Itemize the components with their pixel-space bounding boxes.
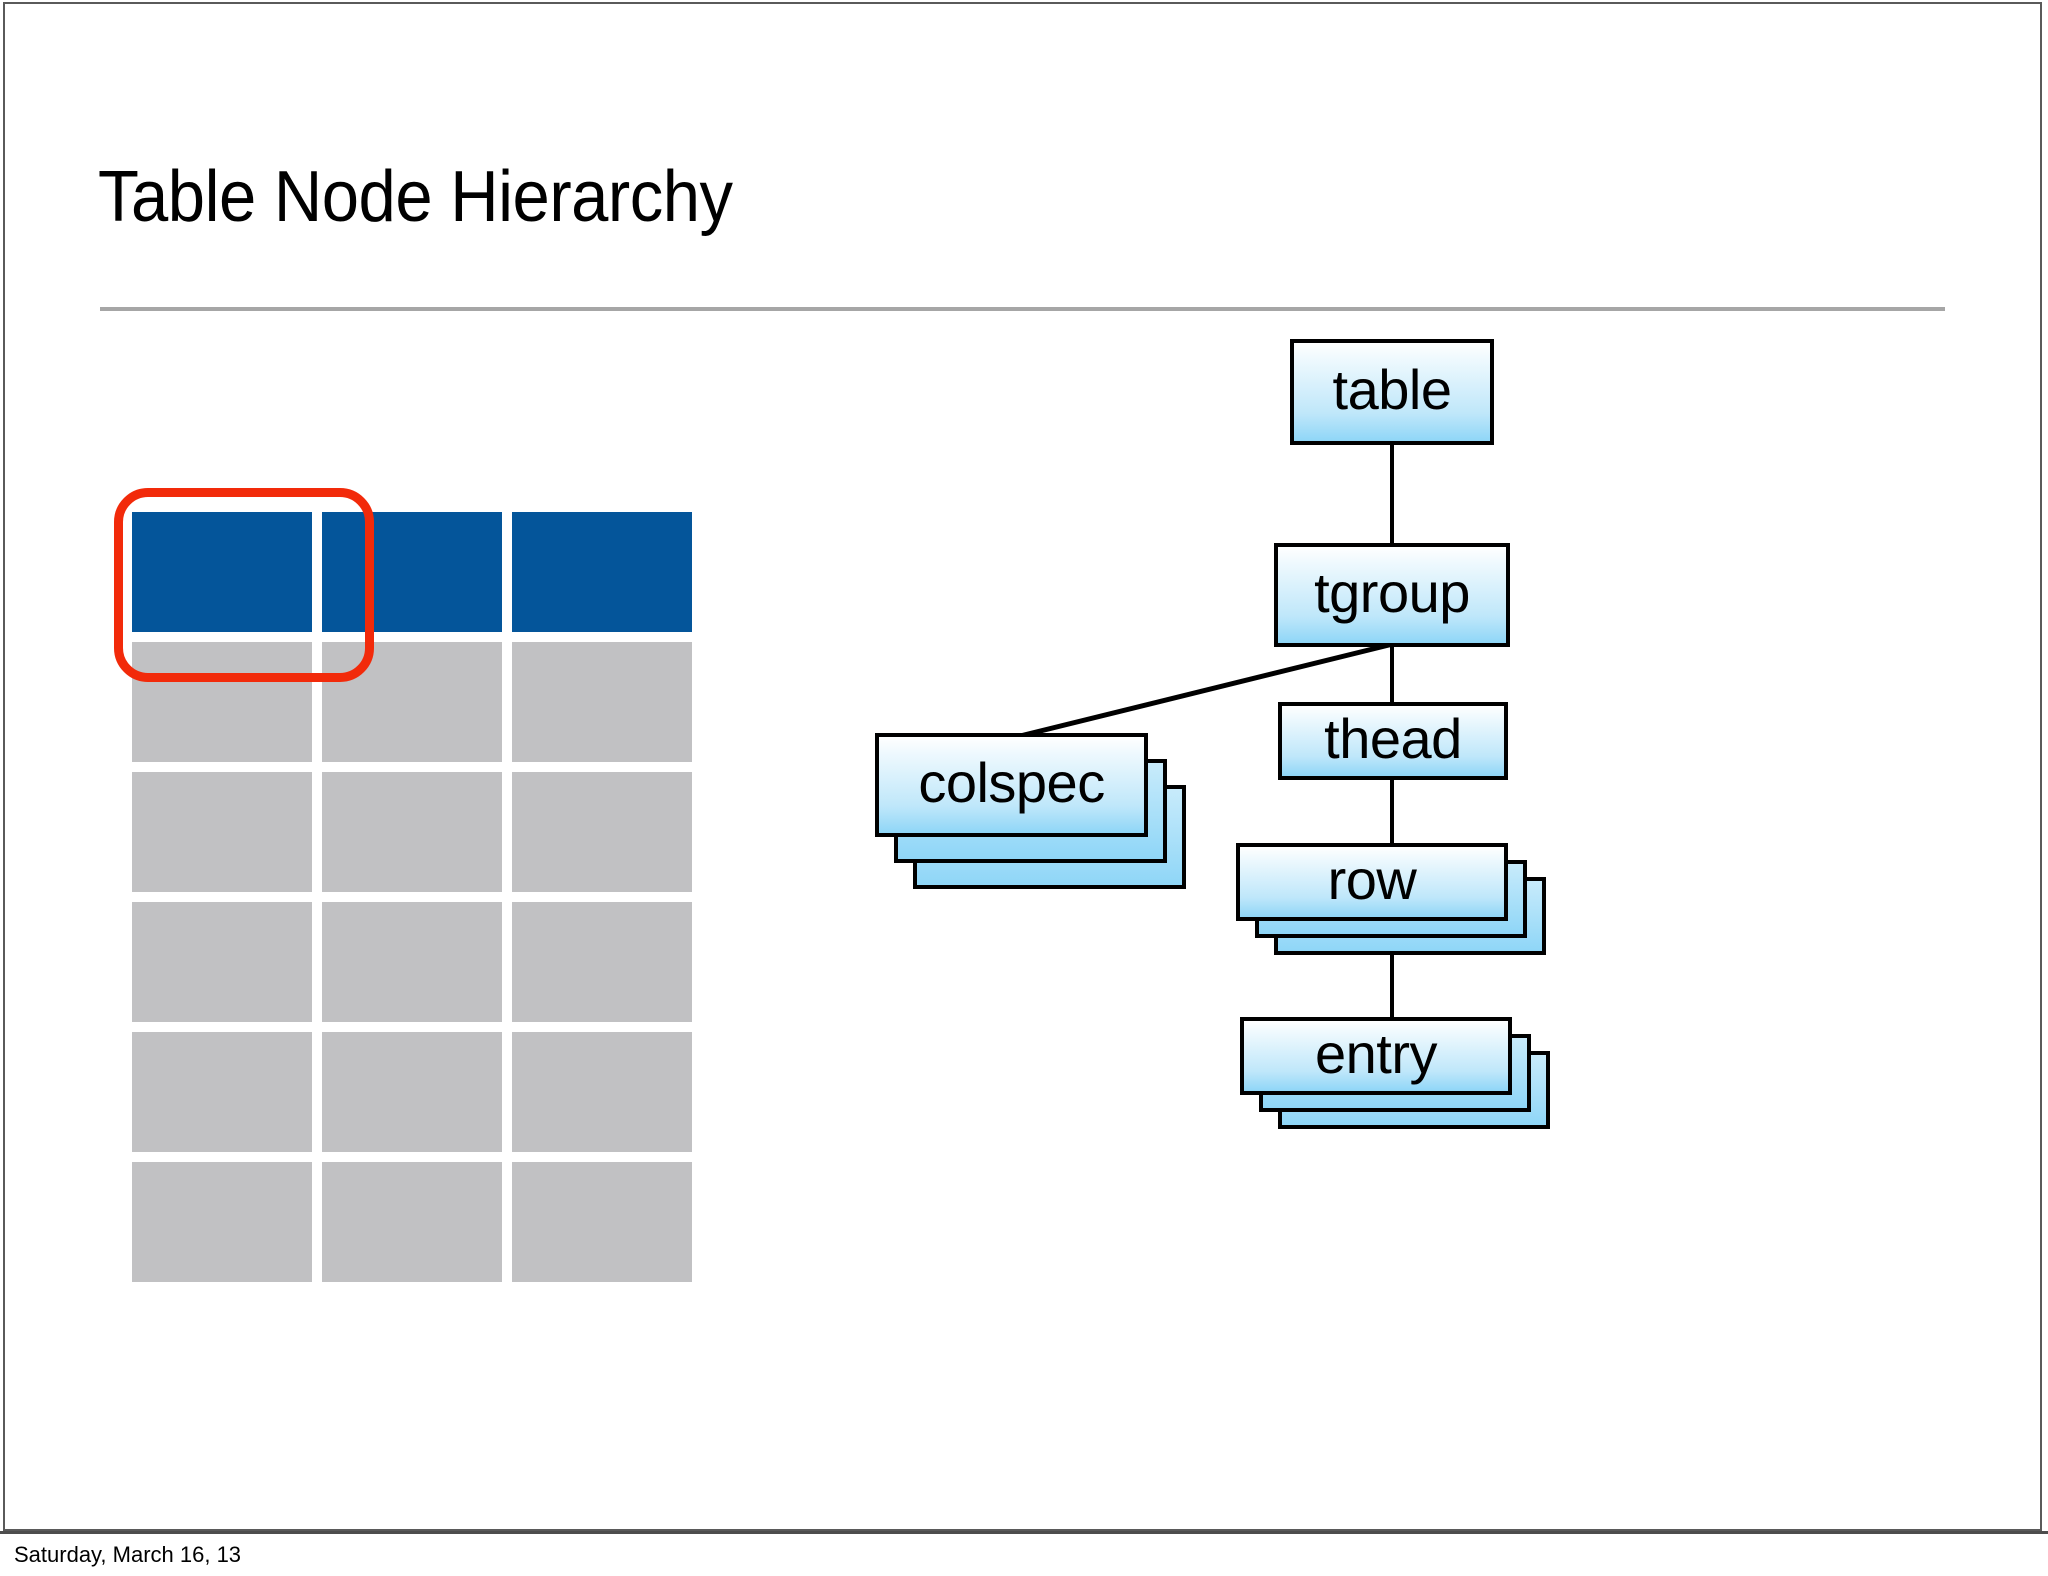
highlight-annotation [114, 488, 374, 682]
footer-date: Saturday, March 16, 13 [14, 1542, 242, 1567]
node-row-label: row [1327, 848, 1417, 911]
node-row[interactable]: row [1236, 843, 1508, 921]
table-cell-r1c2 [512, 642, 692, 762]
node-colspec[interactable]: colspec [875, 733, 1148, 837]
table-cell-r0c1 [322, 512, 502, 632]
table-cell-r2c2 [512, 772, 692, 892]
title-divider [100, 307, 1945, 311]
footer-divider [0, 1531, 2048, 1534]
table-cell-r3c2 [512, 902, 692, 1022]
node-thead-label: thead [1324, 707, 1462, 770]
node-thead[interactable]: thead [1278, 702, 1508, 780]
table-cell-r1c0 [132, 642, 312, 762]
table-cell-r0c2 [512, 512, 692, 632]
node-tgroup[interactable]: tgroup [1274, 543, 1510, 647]
edge-thead-row [1390, 776, 1394, 848]
table-cell-r3c1 [322, 902, 502, 1022]
edge-table-tgroup [1390, 440, 1394, 550]
table-cell-r4c1 [322, 1032, 502, 1152]
node-entry-label: entry [1315, 1022, 1438, 1085]
node-table[interactable]: table [1290, 339, 1494, 445]
page-title: Table Node Hierarchy [98, 157, 733, 237]
table-cell-r3c0 [132, 902, 312, 1022]
table-cell-r4c0 [132, 1032, 312, 1152]
table-cell-r2c1 [322, 772, 502, 892]
edge-tgroup-thead [1390, 642, 1394, 706]
edge-row-entry [1390, 952, 1394, 1022]
table-cell-r0c0 [132, 512, 312, 632]
sample-table-graphic [132, 512, 832, 1394]
table-cell-r2c0 [132, 772, 312, 892]
node-table-label: table [1332, 358, 1452, 421]
node-colspec-label: colspec [918, 751, 1105, 814]
table-cell-r4c2 [512, 1032, 692, 1152]
table-cell-r5c2 [512, 1162, 692, 1282]
node-entry[interactable]: entry [1240, 1017, 1512, 1095]
node-tgroup-label: tgroup [1314, 561, 1470, 624]
table-cell-r5c0 [132, 1162, 312, 1282]
table-cell-r5c1 [322, 1162, 502, 1282]
